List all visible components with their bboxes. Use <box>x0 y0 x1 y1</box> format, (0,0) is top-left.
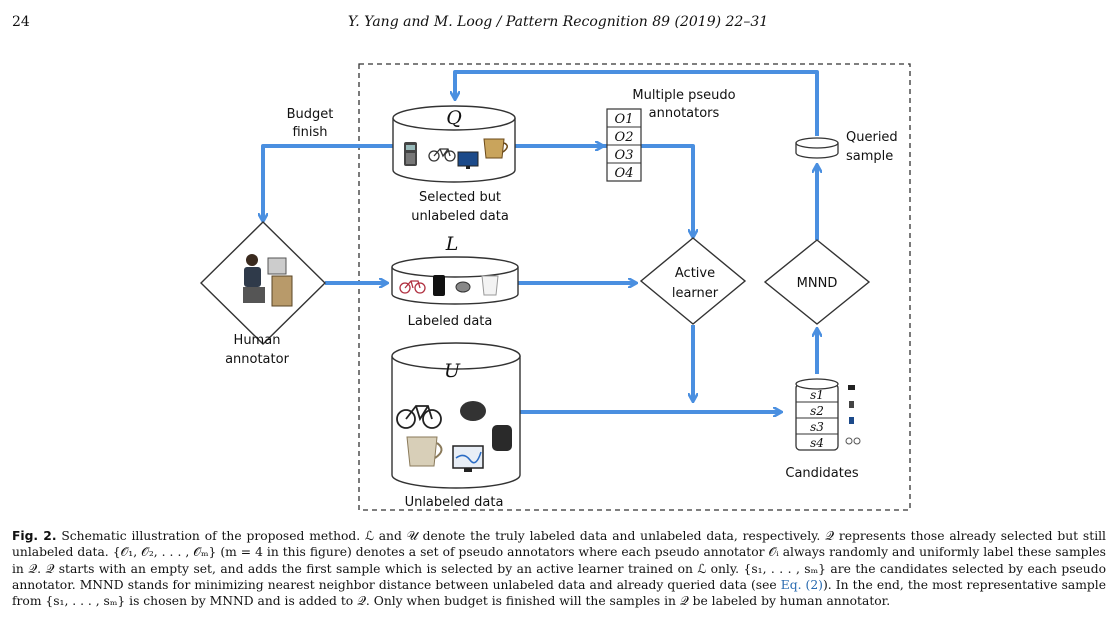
running-head: Y. Yang and M. Loog / Pattern Recognitio… <box>347 14 769 30</box>
candidate-item: s3 <box>810 420 824 434</box>
cup-icon <box>481 275 499 296</box>
mnnd-label: MNND <box>797 276 838 291</box>
u-symbol: U <box>444 360 461 382</box>
figure-label: Fig. 2. <box>12 529 57 543</box>
person-at-computer-icon <box>243 254 293 307</box>
arrow-budget-to-human <box>263 144 393 220</box>
q-label-line2: unlabeled data <box>411 209 509 224</box>
backpack-icon <box>492 425 512 451</box>
method-frame <box>358 63 911 511</box>
pseudo-annotator-item: O1 <box>615 112 634 127</box>
page-number: 24 <box>12 14 30 30</box>
human-label-line2: annotator <box>225 352 290 367</box>
arrow-queried-to-q <box>455 70 819 136</box>
pseudo-title-line1: Multiple pseudo <box>632 88 735 103</box>
candidate-item: s2 <box>810 404 824 418</box>
mouse-icon <box>460 401 486 421</box>
candidate-item: s4 <box>810 436 824 450</box>
active-learner-line2: learner <box>672 286 719 301</box>
pseudo-annotator-stack: O1 O2 O3 O4 <box>606 108 642 182</box>
q-label-line1: Selected but <box>419 190 501 205</box>
bicycle-icon <box>845 437 861 445</box>
queried-line2: sample <box>846 149 893 164</box>
queried-line1: Queried <box>846 130 898 145</box>
mouse-icon <box>848 385 855 390</box>
human-label-line1: Human <box>234 333 281 348</box>
q-store: Q <box>392 105 516 183</box>
pseudo-annotator-item: O3 <box>615 148 634 163</box>
phone-icon <box>433 275 445 296</box>
caption-text-part1: Schematic illustration of the proposed m… <box>12 529 1106 592</box>
l-label: Labeled data <box>408 314 493 329</box>
bicycle-icon <box>428 148 456 162</box>
budget-line2: finish <box>292 125 327 140</box>
queried-sample-store <box>795 137 839 159</box>
cup-icon <box>849 401 854 408</box>
cup-icon <box>483 138 508 159</box>
monitor-icon <box>452 445 484 472</box>
calculator-icon <box>404 142 417 166</box>
bicycle-icon <box>399 280 426 294</box>
candidates-label: Candidates <box>785 466 858 481</box>
budget-line1: Budget <box>287 107 334 122</box>
candidates-stack: s1 s2 s3 s4 <box>795 378 861 451</box>
active-learner-node <box>639 237 747 325</box>
figure-caption: Fig. 2. Schematic illustration of the pr… <box>12 528 1106 609</box>
active-learner-line1: Active <box>675 266 715 281</box>
mouse-icon <box>455 281 471 293</box>
pseudo-title-line2: annotators <box>649 106 720 121</box>
monitor-icon <box>849 417 854 424</box>
mnnd-node <box>763 239 871 325</box>
monitor-icon <box>457 151 479 169</box>
l-symbol: L <box>445 233 459 255</box>
schematic-figure: Q Selected but unlabeled data Budget fin… <box>200 63 911 511</box>
caption-text-part2: ). In the end, the most representative s… <box>12 577 1106 609</box>
l-store: L <box>391 233 519 305</box>
bicycle-icon <box>396 405 442 429</box>
candidate-item: s1 <box>810 388 824 402</box>
pseudo-annotator-item: O2 <box>615 130 634 145</box>
u-store: U <box>391 342 521 489</box>
q-symbol: Q <box>446 107 462 129</box>
cup-icon <box>406 436 443 467</box>
equation-link[interactable]: Eq. (2) <box>780 577 823 592</box>
u-label: Unlabeled data <box>405 495 504 510</box>
human-annotator-node <box>200 221 326 345</box>
pseudo-annotator-item: O4 <box>615 166 634 181</box>
